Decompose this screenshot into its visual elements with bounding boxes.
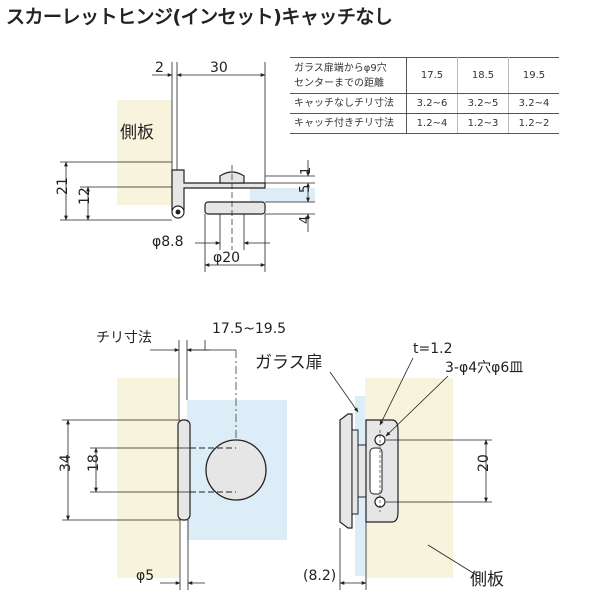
spec-table-header-row: ガラス扉端からφ9穴 センターまでの距離 17.5 18.5 19.5: [290, 57, 559, 94]
table-row: キャッチ付きチリ寸法 1.2~4 1.2~3 1.2~2: [290, 113, 559, 134]
dim-phi20: φ20: [213, 250, 240, 266]
spec-cell: 1.2~2: [508, 113, 559, 134]
spec-cell: 1.2~3: [457, 113, 509, 134]
spec-header-label-line2: センターまでの距離: [294, 77, 384, 89]
dim-34: 34: [58, 454, 74, 472]
thickness-label: t=1.2: [413, 341, 452, 357]
side-view: ガラス扉 t=1.2 3-φ4穴φ6皿 20 (8.2) 側板: [255, 341, 523, 590]
dim-30: 30: [210, 60, 228, 76]
dim-4: 4: [298, 216, 313, 224]
spec-row-label: キャッチ付きチリ寸法: [290, 113, 407, 134]
side-panel-label-top: 側板: [120, 123, 154, 143]
dim-18: 18: [86, 454, 102, 472]
dim-12: 12: [77, 187, 93, 205]
dim-5: 5: [298, 185, 313, 193]
chiri-label: チリ寸法: [96, 330, 152, 346]
dim-2: 2: [155, 60, 164, 76]
spec-header-label: ガラス扉端からφ9穴 センターまでの距離: [290, 57, 407, 94]
front-view: チリ寸法 17.5~19.5 34 18 φ5: [58, 321, 287, 590]
range-label: 17.5~19.5: [212, 321, 286, 337]
spec-col-2: 18.5: [457, 57, 509, 94]
hinge-plate-front: [177, 419, 191, 521]
dim-21: 21: [55, 177, 71, 195]
top-view: 2 30 側板 21 12 1 5 4 φ8.8 φ20: [55, 60, 315, 272]
spec-header-label-line1: ガラス扉端からφ9穴: [294, 62, 387, 74]
spec-cell: 1.2~4: [406, 113, 458, 134]
side-panel-top: [117, 100, 172, 205]
glass-clamp-front: [205, 439, 267, 501]
dim-20: 20: [476, 454, 492, 472]
glass-clamp-side: [339, 413, 353, 529]
spec-col-1: 17.5: [406, 57, 458, 94]
glass-clamp-bottom: [204, 201, 266, 215]
side-panel-front: [117, 378, 179, 578]
dim-1: 1: [299, 167, 314, 175]
glass-edge-top: [250, 188, 315, 202]
dim-82: (8.2): [303, 568, 336, 584]
dim-phi88: φ8.8: [152, 234, 184, 250]
dim-phi5: φ5: [136, 568, 154, 584]
side-panel-label-side: 側板: [470, 570, 504, 590]
page-title: スカーレットヒンジ(インセット)キャッチなし: [6, 6, 393, 28]
spec-table: ガラス扉端からφ9穴 センターまでの距離 17.5 18.5 19.5 キャッチ…: [290, 57, 559, 134]
holes-label: 3-φ4穴φ6皿: [445, 360, 523, 376]
glass-door-label: ガラス扉: [255, 353, 323, 373]
